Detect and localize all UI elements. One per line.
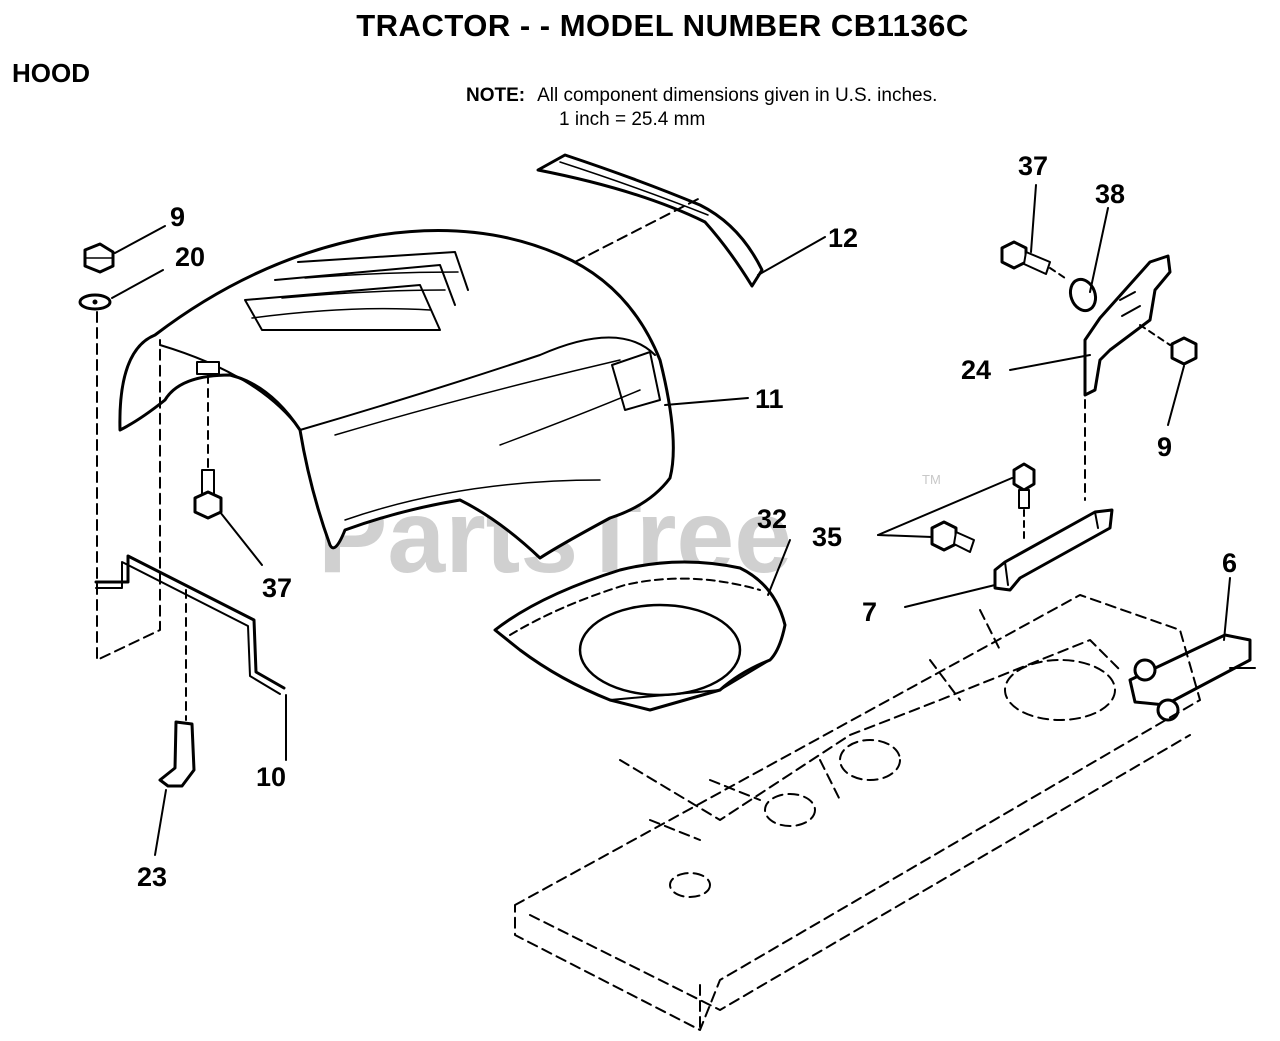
part-6-axle-bracket[interactable]: [1128, 633, 1256, 722]
section-title: HOOD: [12, 58, 90, 88]
part-37-bolt-left[interactable]: [193, 469, 223, 520]
note-label: NOTE:: [466, 85, 526, 106]
callout-6: 6: [1222, 548, 1237, 578]
part-9-nut-right[interactable]: [1170, 336, 1198, 366]
callout-10: 10: [256, 762, 286, 792]
watermark-tm: TM: [922, 472, 941, 487]
tractor-frame: [514, 594, 1201, 1031]
callout-9-left: 9: [170, 202, 185, 232]
part-9-nut-left[interactable]: [83, 242, 115, 274]
callout-20: 20: [175, 242, 205, 272]
guide-line-37-right: [1049, 267, 1069, 281]
note-line-1: All component dimensions given in U.S. i…: [537, 85, 938, 106]
callout-11: 11: [755, 384, 784, 414]
part-35-bolt-lower[interactable]: [930, 520, 975, 553]
part-7-mount-bracket[interactable]: [993, 508, 1114, 592]
part-23-bracket[interactable]: [158, 720, 196, 788]
note-line-2: 1 inch = 25.4 mm: [559, 109, 706, 130]
dimension-note: NOTE: All component dimensions given in U…: [466, 84, 937, 132]
callout-12: 12: [828, 223, 858, 253]
callout-37-right: 37: [1018, 151, 1048, 181]
callout-32: 32: [757, 504, 787, 534]
guide-line-12: [574, 197, 701, 263]
part-35-bolt-upper[interactable]: [1012, 462, 1036, 509]
guide-line-9-right: [1139, 324, 1171, 346]
page-title: TRACTOR - - MODEL NUMBER CB1136C: [356, 8, 969, 43]
part-12-hood-extension[interactable]: [536, 153, 764, 288]
part-37-bolt-right[interactable]: [1000, 240, 1051, 275]
part-32-dash-panel[interactable]: [493, 560, 787, 712]
part-10-hood-rod[interactable]: [94, 554, 286, 695]
callout-38: 38: [1095, 179, 1125, 209]
callout-37-left: 37: [262, 573, 292, 603]
callout-9-right: 9: [1157, 432, 1172, 462]
callout-35: 35: [812, 522, 842, 552]
leader-lines: [111, 184, 1231, 856]
part-11-hood[interactable]: [118, 229, 675, 560]
callout-23: 23: [137, 862, 167, 892]
part-24-hood-bracket[interactable]: [1083, 254, 1172, 397]
callout-24: 24: [961, 355, 991, 385]
part-38-washer[interactable]: [1066, 276, 1099, 314]
guide-line-left: [96, 311, 161, 661]
callout-7: 7: [862, 597, 877, 627]
